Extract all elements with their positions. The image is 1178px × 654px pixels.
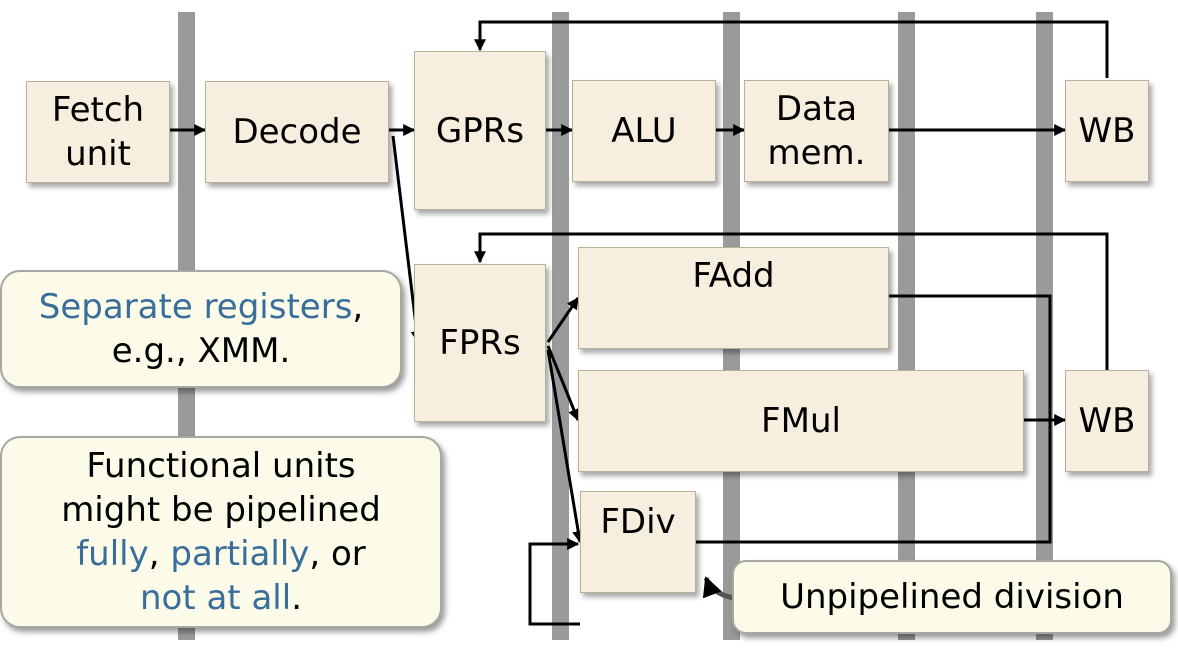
fprs-block: FPRs [414, 264, 546, 422]
gprs-block: GPRs [414, 51, 546, 210]
data-memory-line1: Data [775, 89, 858, 129]
fmul-block: FMul [578, 370, 1024, 472]
writeback-fp-block: WB [1065, 370, 1149, 472]
fdiv-label: FDiv [600, 502, 676, 542]
data-memory-block: Data mem. [744, 80, 889, 182]
note-separate-registers: Separate registers, e.g., XMM. [0, 270, 402, 388]
note-division-label: Unpipelined division [780, 577, 1124, 617]
note-registers-line1: Separate registers, [39, 285, 363, 329]
fetch-unit-line1: Fetch [51, 90, 145, 130]
arrow-fprs-fdiv [546, 349, 585, 544]
writeback-fp-label: WB [1078, 401, 1136, 441]
note-functional-sep1: , [148, 534, 171, 574]
note-functional-line3: fully, partially, or [76, 532, 366, 576]
alu-block: ALU [572, 80, 716, 182]
data-memory-line2: mem. [767, 133, 866, 173]
fdiv-block: FDiv [580, 491, 696, 593]
decode-label: Decode [232, 112, 362, 152]
writeback-int-block: WB [1065, 80, 1149, 182]
note-functional-sep2: , or [309, 534, 366, 574]
gprs-label: GPRs [435, 110, 525, 151]
wire-fdiv-wb [696, 420, 1052, 544]
note-functional-notatall: not at all [139, 578, 292, 618]
arrow-fprs-fadd [546, 297, 580, 343]
writeback-int-label: WB [1078, 111, 1136, 151]
fadd-block: FAdd [578, 247, 889, 349]
note-functional-partially: partially [170, 534, 310, 574]
note-functional-units: Functional units might be pipelined full… [0, 436, 442, 628]
note-functional-line1: Functional units [86, 446, 356, 486]
note-functional-end: . [291, 578, 302, 618]
note-unpipelined-division: Unpipelined division [732, 560, 1172, 634]
stage-separator-4 [898, 12, 915, 640]
note-registers-highlight: Separate registers [38, 287, 353, 327]
fmul-label: FMul [761, 401, 841, 441]
wire-fadd-wb [889, 294, 1052, 420]
alu-label: ALU [611, 111, 677, 151]
fdiv-loop [528, 538, 580, 626]
fprs-label: FPRs [439, 323, 521, 363]
arrow-decode-fprs [391, 135, 423, 344]
writeback-int-feedback [474, 20, 1109, 78]
fetch-unit-line2: unit [65, 134, 131, 174]
decode-block: Decode [205, 81, 389, 183]
fetch-unit-block: Fetch unit [26, 81, 170, 183]
note-registers-punct: , [352, 287, 364, 327]
note-registers-line2: e.g., XMM. [111, 331, 291, 371]
arrow-fprs-fmul [546, 345, 580, 422]
note-functional-line2: might be pipelined [61, 490, 381, 530]
division-note-pointer [702, 576, 735, 601]
fadd-label: FAdd [692, 256, 775, 296]
note-functional-line4: not at all. [140, 576, 302, 620]
note-functional-fully: fully [76, 534, 149, 574]
writeback-fp-feedback [474, 232, 1109, 370]
